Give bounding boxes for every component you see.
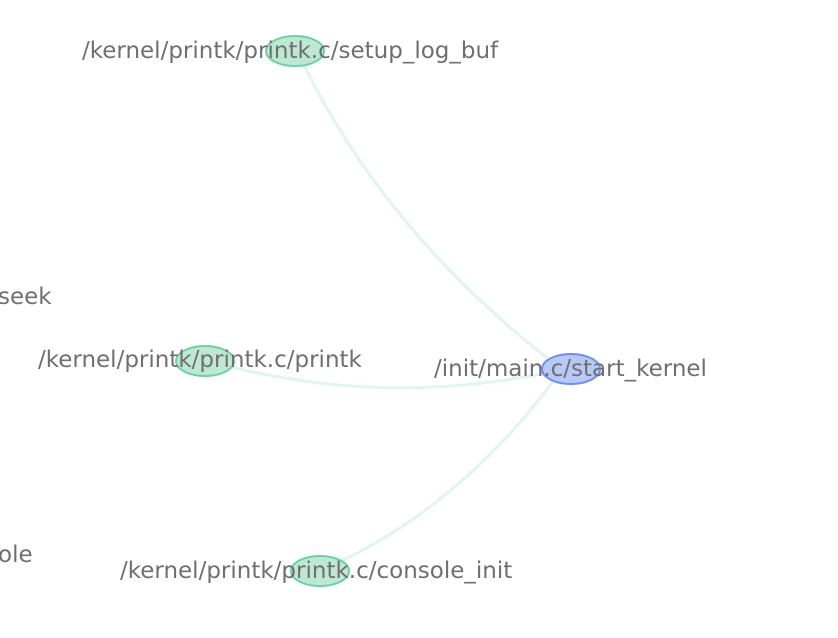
node-label-console_init: /kernel/printk/printk.c/console_init (120, 558, 512, 584)
node-printk[interactable] (175, 345, 235, 377)
node-label-setup_log_buf: /kernel/printk/printk.c/setup_log_buf (82, 38, 499, 64)
edge-start_kernel-console_init (321, 371, 562, 572)
node-start_kernel[interactable] (541, 353, 601, 385)
node-label-printk: /kernel/printk/printk.c/printk (38, 347, 363, 373)
edge-start_kernel-printk (204, 358, 561, 390)
node-console_init[interactable] (290, 555, 350, 587)
node-label-partial-console: ole (0, 542, 33, 568)
node-setup_log_buf[interactable] (265, 35, 325, 67)
edge-start_kernel-setup_log_buf (296, 51, 561, 370)
node-label-partial-seek: seek (0, 284, 52, 310)
node-label-start_kernel: /init/main.c/start_kernel (434, 356, 707, 382)
